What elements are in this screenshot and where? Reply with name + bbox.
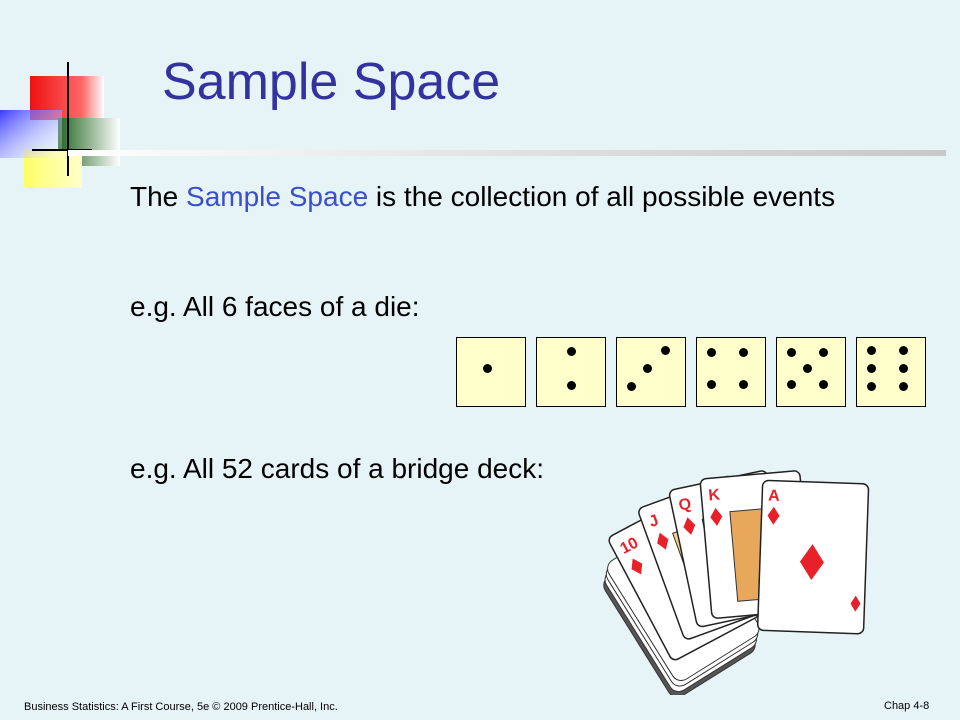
footer-chapter: Chap 4-8 — [884, 700, 930, 712]
definition-suffix: is the collection of all possible events — [368, 181, 836, 212]
card-rank-k: K — [708, 486, 721, 504]
decorative-logo-icon — [0, 62, 120, 188]
footer-citation: Business Statistics: A First Course, 5e … — [24, 701, 338, 713]
die-pip — [706, 379, 716, 389]
card-rank-q: Q — [677, 495, 693, 514]
die-face-1 — [456, 337, 526, 407]
definition-prefix: The — [130, 181, 187, 212]
die-pip — [866, 381, 876, 391]
card-rank-10: 10 — [618, 534, 642, 557]
die-face-3 — [616, 337, 686, 407]
die-pip — [738, 347, 748, 357]
die-pip — [866, 345, 876, 355]
die-face-6 — [856, 337, 926, 407]
slide-title: Sample Space — [162, 53, 501, 111]
die-pip — [566, 380, 576, 390]
die-face-2 — [536, 337, 606, 407]
example-die-text: e.g. All 6 faces of a die: — [130, 291, 420, 322]
die-pip — [818, 379, 828, 389]
die-pip — [706, 347, 716, 357]
die-face-4 — [696, 337, 766, 407]
die-pip — [898, 363, 908, 373]
die-face-5 — [776, 337, 846, 407]
die-pip — [642, 363, 652, 373]
die-pip — [898, 345, 908, 355]
die-pip — [818, 347, 828, 357]
example-cards-text: e.g. All 52 cards of a bridge deck: — [130, 453, 545, 484]
definition-term: Sample Space — [186, 181, 369, 212]
card-rank-a: A — [768, 488, 781, 505]
die-pip — [626, 381, 636, 391]
definition-text: The Sample Space is the collection of al… — [130, 178, 850, 216]
die-pip — [898, 381, 908, 391]
die-pip — [566, 346, 576, 356]
die-pip — [802, 363, 812, 373]
die-pip — [738, 379, 748, 389]
die-pip — [660, 345, 670, 355]
title-divider — [68, 150, 946, 156]
die-pip — [786, 379, 796, 389]
royal-flush-diamonds-icon: 10 J Q K A — [603, 470, 870, 695]
die-pip — [866, 363, 876, 373]
die-pip — [482, 363, 492, 373]
die-pip — [786, 347, 796, 357]
